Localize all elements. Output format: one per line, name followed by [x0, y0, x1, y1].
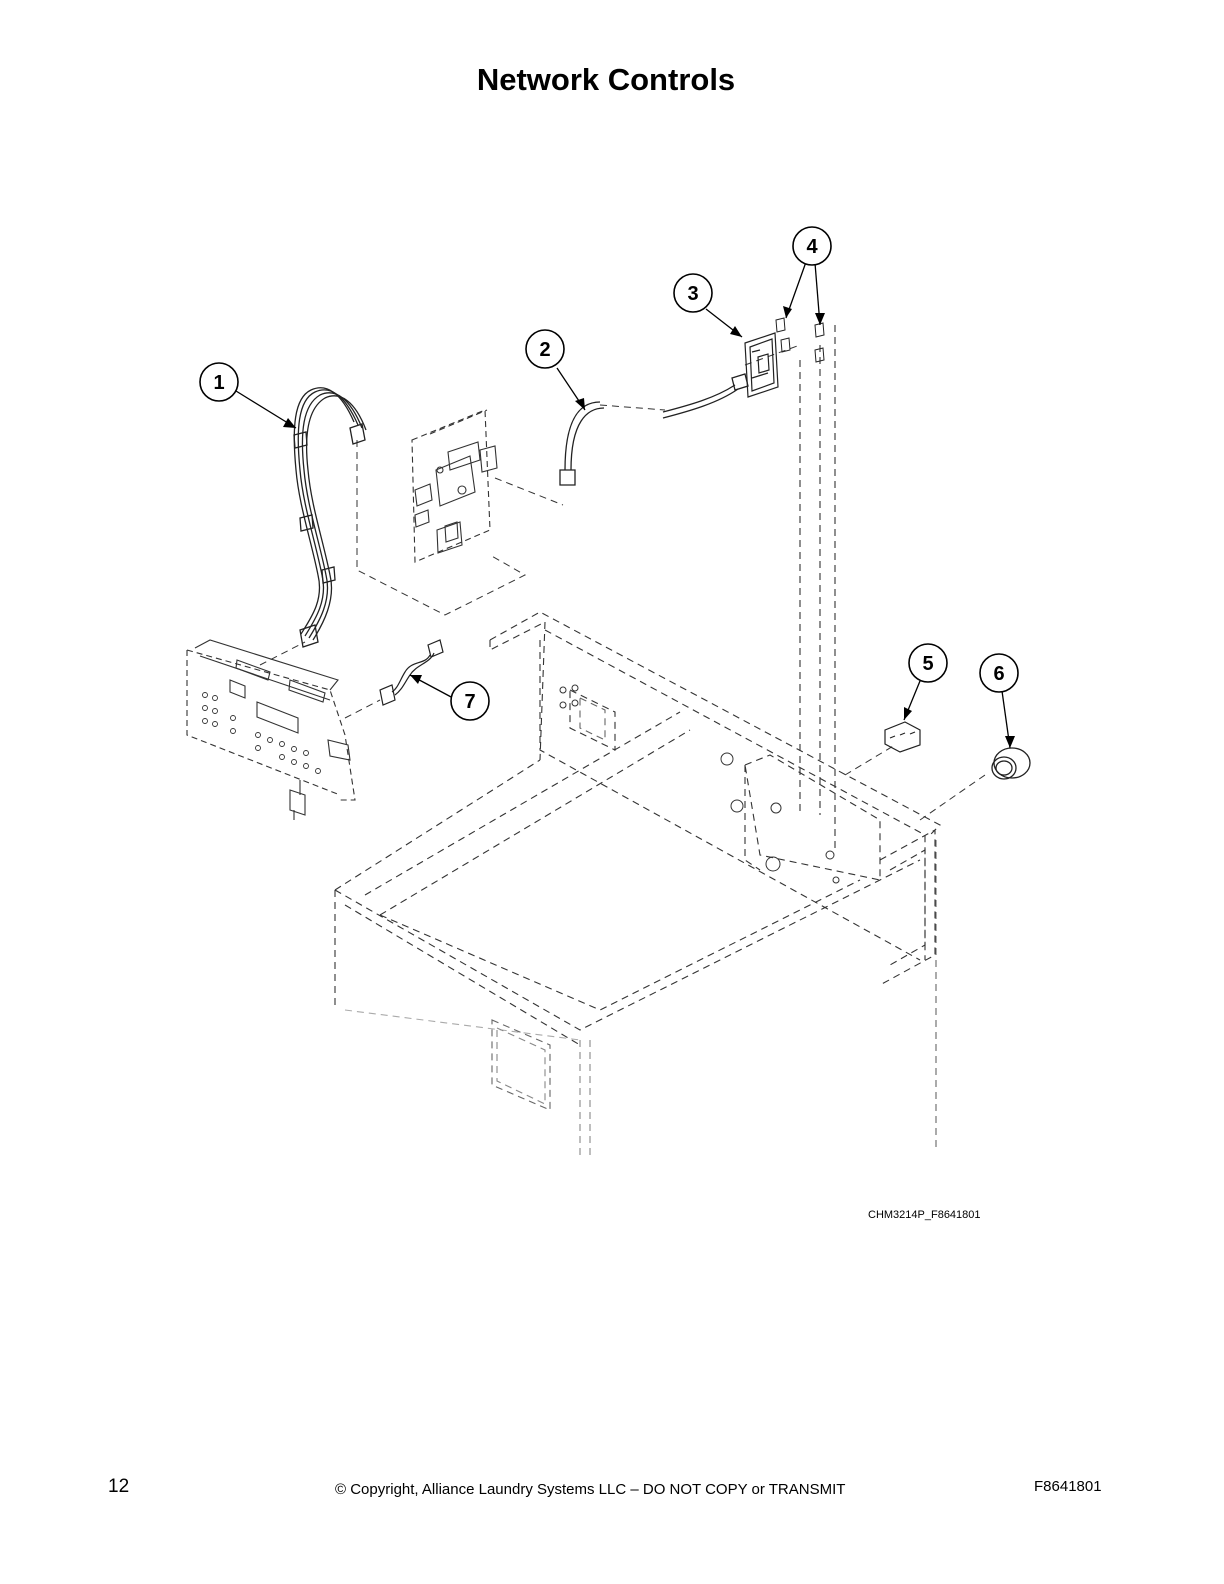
callout-leaders: [235, 261, 1011, 749]
callout-4-label: 4: [806, 236, 818, 258]
callout-1-label: 1: [213, 372, 224, 394]
callout-5-label: 5: [922, 653, 933, 675]
callout-3-label: 3: [687, 283, 698, 305]
connection-guides: [259, 344, 986, 821]
network-control-board: [411, 409, 498, 563]
callout-7: 7: [450, 681, 490, 721]
user-interface-board: [186, 639, 356, 820]
figure-code: CHM3214P_F8641801: [868, 1209, 981, 1221]
callout-1: 1: [199, 362, 239, 402]
copyright-notice: © Copyright, Alliance Laundry Systems LL…: [335, 1481, 846, 1498]
network-module: [744, 332, 779, 398]
fasteners: [775, 317, 825, 363]
callout-2: 2: [525, 329, 565, 369]
callout-4: 4: [792, 226, 832, 266]
callout-7-label: 7: [464, 691, 475, 713]
callout-arrowheads: [283, 306, 1015, 748]
callout-3: 3: [673, 273, 713, 313]
bushing: [991, 747, 1031, 780]
network-cable: [559, 373, 749, 486]
jumper-harness: [379, 639, 444, 706]
panel-holes: [559, 684, 840, 884]
callout-6: 6: [979, 653, 1019, 693]
wire-harness: [293, 387, 367, 648]
callout-5: 5: [908, 643, 948, 683]
page-number: 12: [108, 1476, 130, 1497]
cabinet-frame: [334, 325, 941, 1155]
document-number: F8641801: [1034, 1478, 1102, 1495]
callout-2-label: 2: [539, 339, 550, 361]
callout-6-label: 6: [993, 663, 1004, 685]
terminal-connector: [884, 721, 921, 753]
page-title: Network Controls: [476, 62, 736, 97]
